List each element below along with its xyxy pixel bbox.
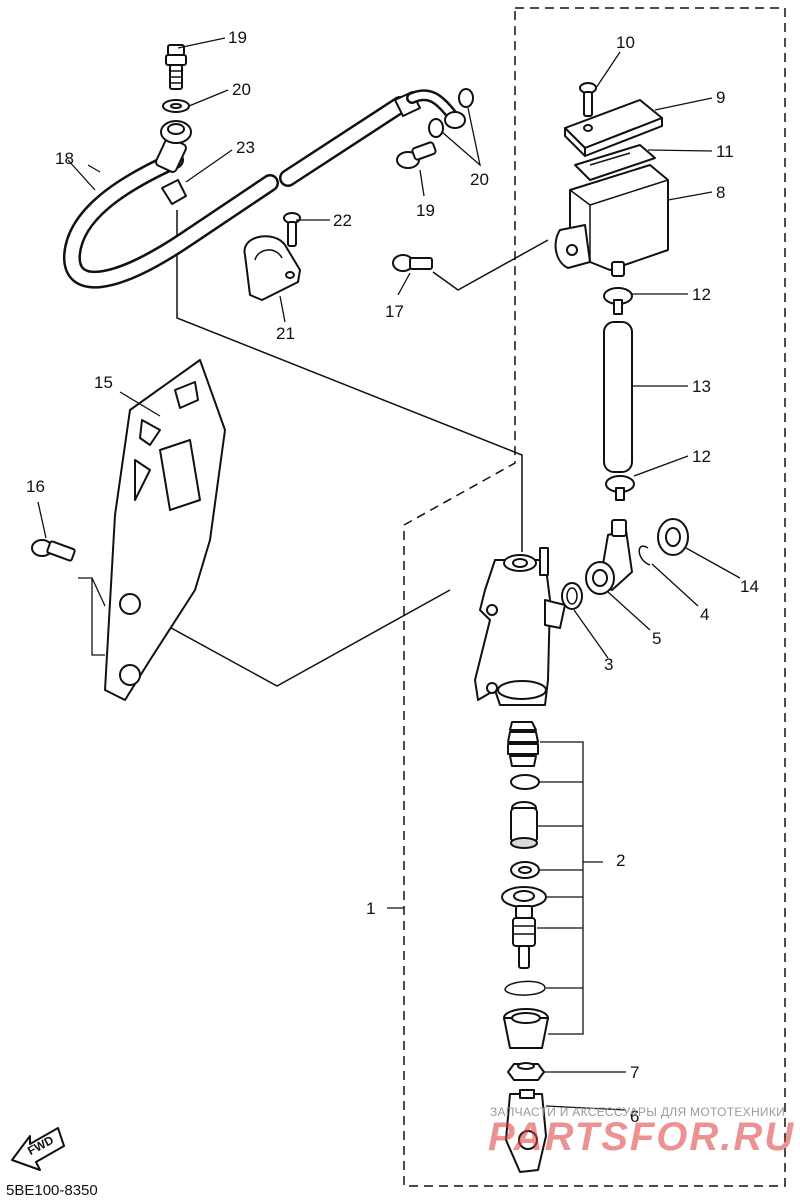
piston-cup	[510, 801, 538, 849]
watermark-caption: ЗАПЧАСТИ И АКСЕССУАРЫ ДЛЯ МОТОТЕХНИКИ	[490, 1105, 785, 1119]
piston-washer	[510, 861, 540, 879]
holder-screw	[283, 212, 301, 247]
callout-2: 2	[616, 851, 625, 870]
callout-5: 5	[652, 629, 661, 648]
callout-leaders	[37, 37, 741, 1111]
rod-boot	[503, 1008, 549, 1049]
callout-16: 16	[26, 477, 45, 496]
callout-1: 1	[366, 899, 375, 918]
callout-3: 3	[604, 655, 613, 674]
callout-19-top: 19	[228, 28, 247, 47]
guard-bolt	[31, 539, 76, 562]
piston-spring	[507, 721, 539, 767]
mounting-bolt	[392, 254, 433, 272]
union-bolt-mid	[396, 141, 437, 169]
watermark: ЗАПЧАСТИ И АКСЕССУАРЫ ДЛЯ МОТОТЕХНИКИ PA…	[488, 1105, 795, 1159]
callout-9: 9	[716, 88, 725, 107]
callout-22: 22	[333, 211, 352, 230]
banjo-fitting	[160, 120, 192, 144]
push-rod	[512, 917, 536, 969]
callout-11: 11	[716, 142, 734, 161]
callout-10: 10	[616, 33, 635, 52]
callout-14: 14	[740, 577, 759, 596]
reservoir-cap	[564, 99, 663, 157]
forward-arrow: FWD	[11, 1127, 65, 1171]
callout-17: 17	[385, 302, 404, 321]
callout-20-top: 20	[232, 80, 251, 99]
callout-12-upper: 12	[692, 285, 711, 304]
callout-4: 4	[700, 605, 709, 624]
piston	[501, 886, 547, 919]
callout-18: 18	[55, 149, 74, 168]
diaphragm	[574, 144, 656, 181]
callout-8: 8	[716, 183, 725, 202]
hose-joint	[585, 519, 633, 595]
bushing	[657, 518, 689, 556]
hose-holder	[243, 235, 301, 301]
callout-19-mid: 19	[416, 201, 435, 220]
clevis-joint	[505, 1089, 547, 1173]
hose-clip	[161, 179, 187, 205]
o-ring	[561, 582, 583, 610]
callout-labels: 19 20 18 23 22 21 19 20 17 10 9 11 8 12 …	[26, 28, 759, 1126]
watermark-brand: PARTSFOR.RU	[488, 1115, 795, 1159]
reservoir-tank	[554, 164, 669, 277]
callout-7: 7	[630, 1063, 639, 1082]
lock-nut	[507, 1062, 545, 1081]
callout-15: 15	[94, 373, 113, 392]
union-bolt-top	[165, 44, 187, 90]
callout-13: 13	[692, 377, 711, 396]
copper-washer-top	[162, 99, 190, 113]
push-rod-circlip	[504, 980, 546, 996]
brake-hose	[63, 89, 466, 289]
copper-washers-mid	[428, 88, 474, 138]
callout-12-lower: 12	[692, 447, 711, 466]
circlip	[638, 545, 651, 566]
reservoir-hose	[603, 321, 633, 473]
connection-lines	[141, 210, 549, 687]
callout-21: 21	[276, 324, 295, 343]
callout-23: 23	[236, 138, 255, 157]
assembly-boundary	[403, 7, 786, 1187]
guard-plate	[104, 359, 226, 701]
piston-kit	[501, 721, 549, 1049]
spring-seat	[510, 774, 540, 790]
diagram-code: 5BE100-8350	[6, 1182, 98, 1199]
hose-clamp-upper	[603, 287, 633, 315]
callout-6: 6	[630, 1107, 639, 1126]
cap-screw	[579, 82, 597, 117]
callout-20-mid: 20	[470, 170, 489, 189]
hose-clamp-lower	[605, 475, 635, 501]
master-cylinder-body	[474, 547, 566, 706]
